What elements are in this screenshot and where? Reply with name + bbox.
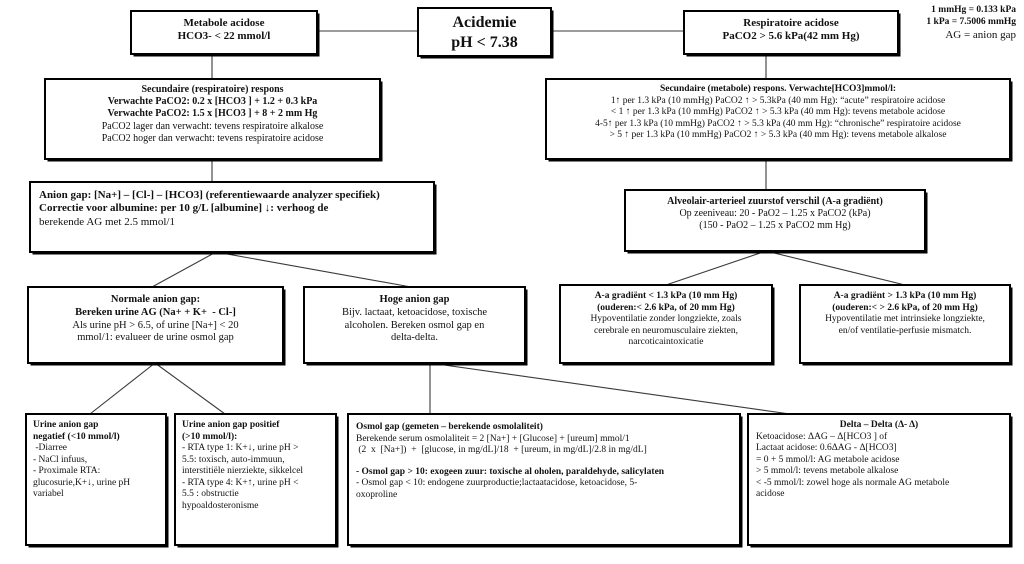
hoge-ag-line1: Hoge anion gap — [379, 294, 450, 305]
node-normale-anion-gap[interactable]: Normale anion gap: Bereken urine AG (Na+… — [27, 286, 284, 364]
aa-low-line2: (ouderen:< 2.6 kPa, of 20 mm Hg) — [597, 302, 735, 313]
uag-neg-line4: - NaCl infuus, — [33, 454, 88, 465]
node-secundaire-metabole-respons[interactable]: Secundaire (metabole) respons. Verwachte… — [545, 78, 1011, 160]
legend-line-3: AG = anion gap — [945, 29, 1016, 42]
uag-neg-line5: - Proximale RTA: — [33, 466, 101, 477]
osmol-gap-line5: - Osmol gap < 10: endogene zuurproductie… — [356, 478, 638, 489]
sec-resp-line2: Verwachte PaCO2: 0.2 x [HCO3 ] + 1.2 + 0… — [107, 96, 318, 108]
aa-low-line3: Hypoventilatie zonder longziekte, zoals — [590, 314, 742, 325]
aa-low-line5: narcoticaintoxicatie — [628, 337, 704, 348]
hoge-ag-line2: Bijv. lactaat, ketoacidose, toxische — [341, 306, 488, 318]
sec-resp-line1: Secundaire (respiratoire) respons — [141, 84, 284, 95]
osmol-gap-line3: (2 x [Na+]) + [glucose, in mg/dL]/18 + [… — [356, 445, 647, 456]
sec-met-line5: > 5 ↑ per 1.3 kPa (10 mmHg) PaCO2 ↑ > 5.… — [609, 130, 947, 141]
delta-delta-line6: < -5 mmol/l: zowel hoge als normale AG m… — [756, 477, 950, 488]
anion-gap-line1: Anion gap: [Na+] – [Cl-] – [HCO3] (refer… — [39, 189, 380, 201]
delta-delta-line4: = 0 + 5 mmol/l: AG metabole acidose — [756, 454, 900, 465]
normale-ag-line2: Bereken urine AG (Na+ + K+ - Cl-] — [75, 306, 236, 318]
node-anion-gap[interactable]: Anion gap: [Na+] – [Cl-] – [HCO3] (refer… — [29, 181, 435, 253]
node-hoge-anion-gap[interactable]: Hoge anion gap Bijv. lactaat, ketoacidos… — [303, 286, 526, 364]
aa-low-line4: cerebrale en neuromusculaire ziekten, — [593, 325, 738, 336]
node-urine-anion-gap-negatief[interactable]: Urine anion gap negatief (<10 mmol/l) -D… — [25, 413, 167, 546]
sec-met-line1: Secundaire (metabole) respons. Verwachte… — [659, 84, 897, 94]
sec-met-line3: < 1 ↑ per 1.3 kPa (10 mmHg) PaCO2 ↑ > 5.… — [610, 107, 946, 118]
node-delta-delta[interactable]: Delta – Delta (Δ- Δ) Ketoacidose: ΔAG – … — [747, 413, 1011, 546]
anion-gap-line3: berekende AG met 2.5 mmol/1 — [39, 215, 175, 228]
uag-pos-line7: 5.5 : obstructie — [182, 489, 239, 500]
osmol-gap-line2: Berekende serum osmolaliteit = 2 [Na+] +… — [356, 433, 630, 444]
osmol-gap-line1: Osmol gap (gemeten – berekende osmolalit… — [356, 422, 543, 432]
sec-met-line2: 1↑ per 1.3 kPa (10 mmHg) PaCO2 ↑ > 5.3kP… — [610, 95, 946, 106]
uag-neg-line7: variabel — [33, 489, 64, 500]
normale-ag-line1: Normale anion gap: — [110, 294, 201, 305]
uag-pos-line5: interstitiële nierziekte, sikkelcel — [182, 466, 304, 477]
uag-neg-line1: Urine anion gap — [33, 420, 99, 430]
node-secundaire-respiratoire-respons[interactable]: Secundaire (respiratoire) respons Verwac… — [44, 78, 381, 160]
hoge-ag-line4: delta-delta. — [391, 332, 438, 344]
aa-gradient-line2: Op zeeniveau: 20 - PaO2 – 1.25 x PaCO2 (… — [679, 208, 871, 220]
osmol-gap-line6: oxoproline — [356, 489, 398, 500]
node-aa-gradient[interactable]: Alveolair-arterieel zuurstof verschil (A… — [624, 189, 926, 252]
osmol-gap-line4: - Osmol gap > 10: exogeen zuur: toxische… — [356, 466, 665, 477]
sec-met-line4: 4-5↑ per 1.3 kPa (10 mmHg) PaCO2 ↑ > 5.3… — [595, 118, 961, 129]
delta-delta-line5: > 5 mmol/l: tevens metabole alkalose — [756, 466, 899, 477]
aa-gradient-line3: (150 - PaO2 – 1.25 x PaCO2 mm Hg) — [699, 220, 851, 232]
sec-resp-line3: Verwachte PaCO2: 1.5 x [HCO3 ] + 8 + 2 m… — [107, 108, 318, 120]
delta-delta-line1: Delta – Delta (Δ- Δ) — [839, 420, 919, 430]
delta-delta-line7: acidose — [756, 489, 785, 500]
aa-low-line1: A-a gradiënt < 1.3 kPa (10 mm Hg) — [594, 291, 738, 301]
aa-high-line4: en/of ventilatie-perfusie mismatch. — [838, 325, 972, 336]
uag-pos-line2: (>10 mmol/l): — [182, 431, 238, 442]
legend-line-2: 1 kPa = 7.5006 mmHg — [926, 17, 1016, 28]
node-urine-anion-gap-positief[interactable]: Urine anion gap positief (>10 mmol/l): -… — [174, 413, 337, 546]
delta-delta-line2: Ketoacidose: ΔAG – Δ[HCO3 ] of — [756, 431, 888, 442]
node-aa-gradient-low[interactable]: A-a gradiënt < 1.3 kPa (10 mm Hg) (ouder… — [559, 284, 773, 364]
uag-neg-line2: negatief (<10 mmol/l) — [33, 431, 120, 442]
aa-high-line2: (ouderen:< > 2.6 kPa, of 20 mm Hg) — [832, 302, 978, 313]
sec-resp-line4: PaCO2 lager dan verwacht: tevens respira… — [101, 120, 324, 132]
aa-high-line3: Hypoventilatie met intrinsieke longziekt… — [825, 314, 985, 325]
uag-neg-line6: glucosurie,K+↓, urine pH — [33, 477, 131, 488]
legend-line-1: 1 mmHg = 0.133 kPa — [931, 5, 1016, 15]
acidemie-title: Acidemie — [452, 14, 517, 31]
uag-pos-line4: 5.5: toxisch, auto-immuun, — [182, 454, 285, 465]
acidemie-ph: pH < 7.38 — [451, 33, 518, 51]
osmol-gap-spacer — [356, 457, 732, 467]
normale-ag-line4: mmol/1: evalueer de urine osmol gap — [77, 332, 234, 344]
metabole-acidose-line2: HCO3- < 22 mmol/l — [177, 30, 271, 43]
uag-pos-line6: - RTA type 4: K+↑, urine pH < — [182, 477, 299, 488]
respiratoire-acidose-line2: PaCO2 > 5.6 kPa(42 mm Hg) — [722, 30, 860, 43]
uag-neg-line3: -Diarree — [33, 443, 68, 454]
anion-gap-line2: Correctie voor albumine: per 10 g/L [alb… — [39, 202, 329, 215]
node-osmol-gap[interactable]: Osmol gap (gemeten – berekende osmolalit… — [347, 413, 741, 546]
node-aa-gradient-high[interactable]: A-a gradiënt > 1.3 kPa (10 mm Hg) (ouder… — [799, 284, 1011, 364]
aa-high-line1: A-a gradiënt > 1.3 kPa (10 mm Hg) — [833, 291, 977, 301]
node-metabole-acidose[interactable]: Metabole acidose HCO3- < 22 mmol/l — [130, 10, 318, 55]
respiratoire-acidose-line1: Respiratoire acidose — [743, 17, 839, 29]
unit-conversion-legend: 1 mmHg = 0.133 kPa 1 kPa = 7.5006 mmHg A… — [926, 4, 1016, 42]
uag-pos-line3: - RTA type 1: K+↓, urine pH > — [182, 443, 299, 454]
node-acidemie[interactable]: Acidemie pH < 7.38 — [417, 7, 552, 57]
hoge-ag-line3: alcoholen. Bereken osmol gap en — [344, 319, 485, 331]
delta-delta-line3: Lactaat acidose: 0.6ΔAG - Δ[HCO3] — [756, 443, 897, 454]
node-respiratoire-acidose[interactable]: Respiratoire acidose PaCO2 > 5.6 kPa(42 … — [683, 10, 899, 55]
sec-resp-line5: PaCO2 hoger dan verwacht: tevens respira… — [101, 132, 324, 144]
uag-pos-line8: hypoaldosteronisme — [182, 501, 259, 512]
metabole-acidose-line1: Metabole acidose — [183, 17, 265, 29]
aa-gradient-line1: Alveolair-arterieel zuurstof verschil (A… — [667, 196, 883, 207]
uag-pos-line1: Urine anion gap positief — [182, 420, 280, 430]
normale-ag-line3: Als urine pH > 6.5, of urine [Na+] < 20 — [72, 319, 239, 331]
